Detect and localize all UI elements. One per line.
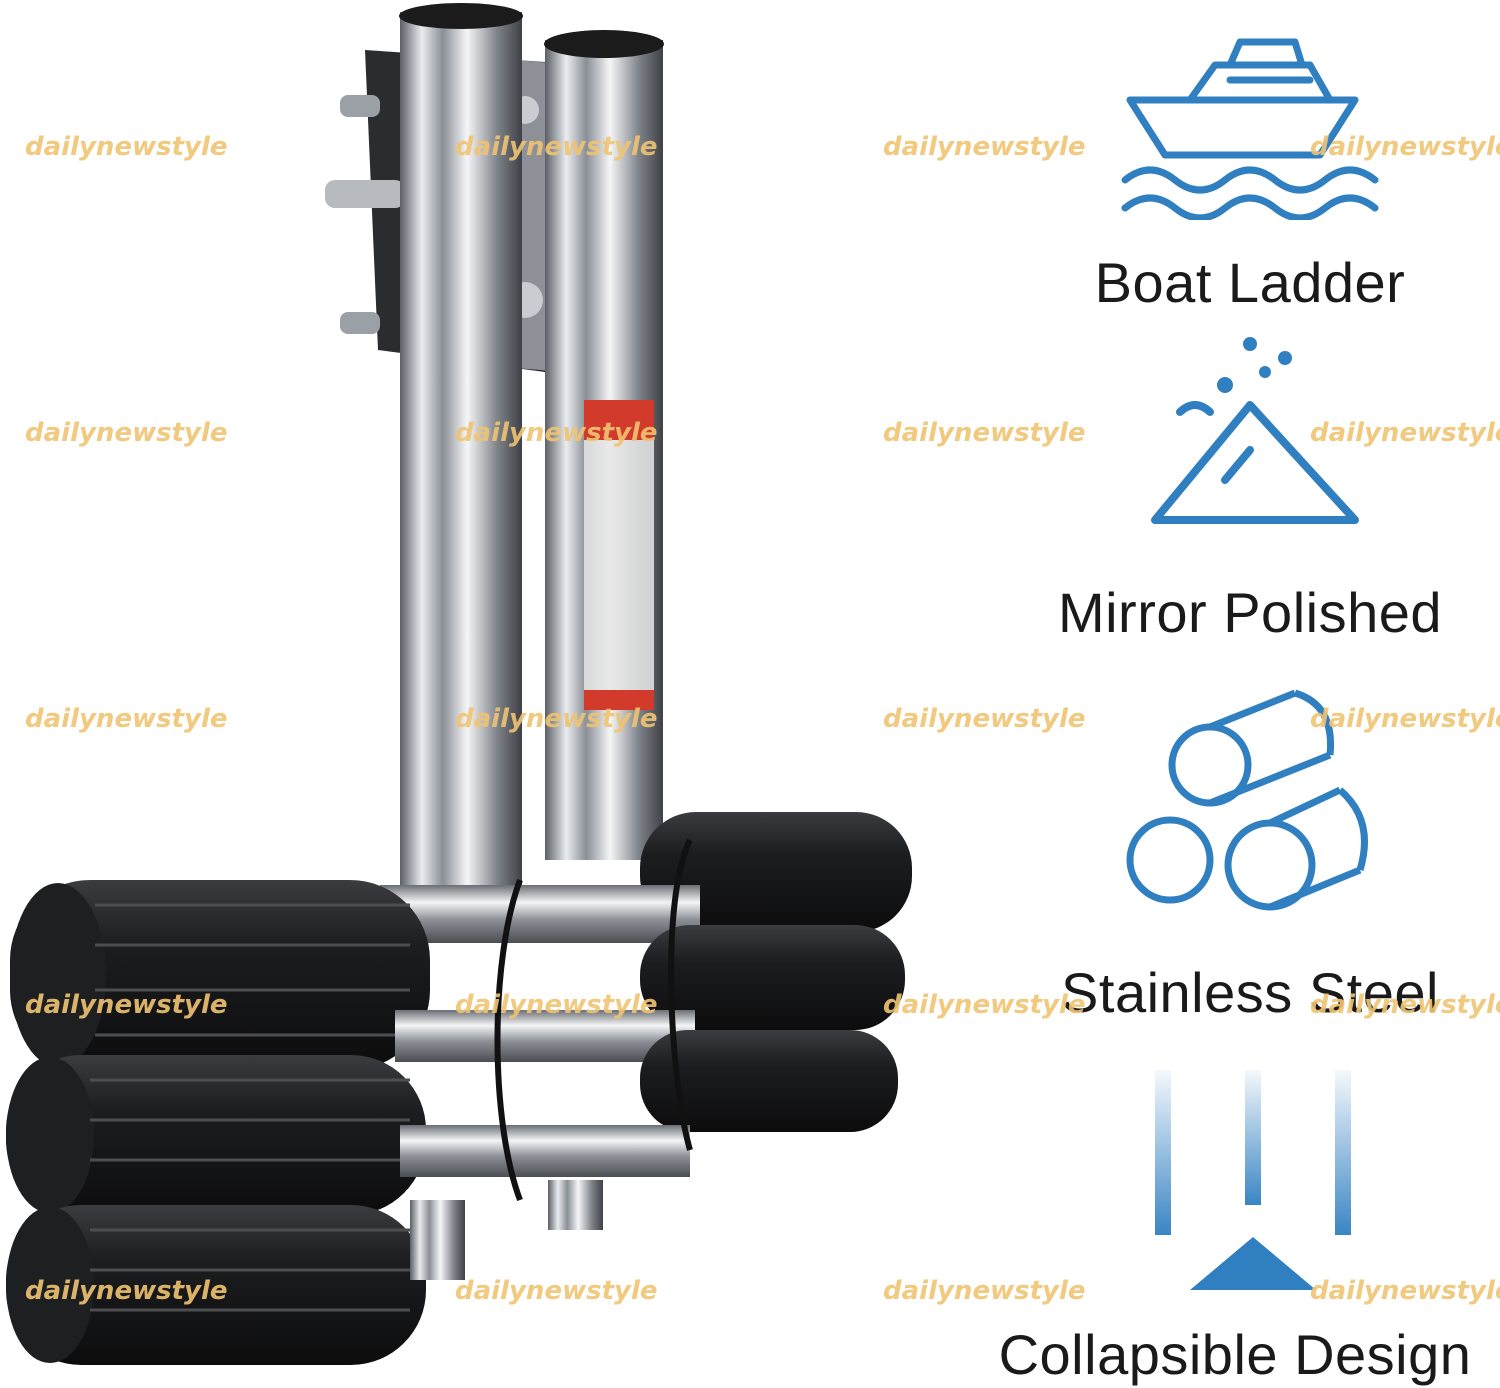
front-tube xyxy=(399,3,523,912)
polish-icon xyxy=(1151,337,1359,524)
binding-strap xyxy=(494,838,693,1202)
feature-label-mirror-polished: Mirror Polished xyxy=(1057,581,1443,644)
ladder-product-image xyxy=(6,3,912,1365)
boat-icon xyxy=(1121,38,1379,220)
collapse-arrow-icon xyxy=(1155,1070,1351,1290)
ladder-step-2 xyxy=(6,925,905,1215)
rear-tube xyxy=(544,30,664,860)
feature-label-boat-ladder: Boat Ladder xyxy=(1094,251,1406,314)
steel-pipes-icon xyxy=(1126,689,1368,911)
feature-label-collapsible-design: Collapsible Design xyxy=(998,1323,1472,1386)
ladder-step-3 xyxy=(6,1030,898,1365)
feature-label-stainless-steel: Stainless Steel xyxy=(1061,961,1439,1024)
ladder-step-1 xyxy=(10,812,912,1070)
